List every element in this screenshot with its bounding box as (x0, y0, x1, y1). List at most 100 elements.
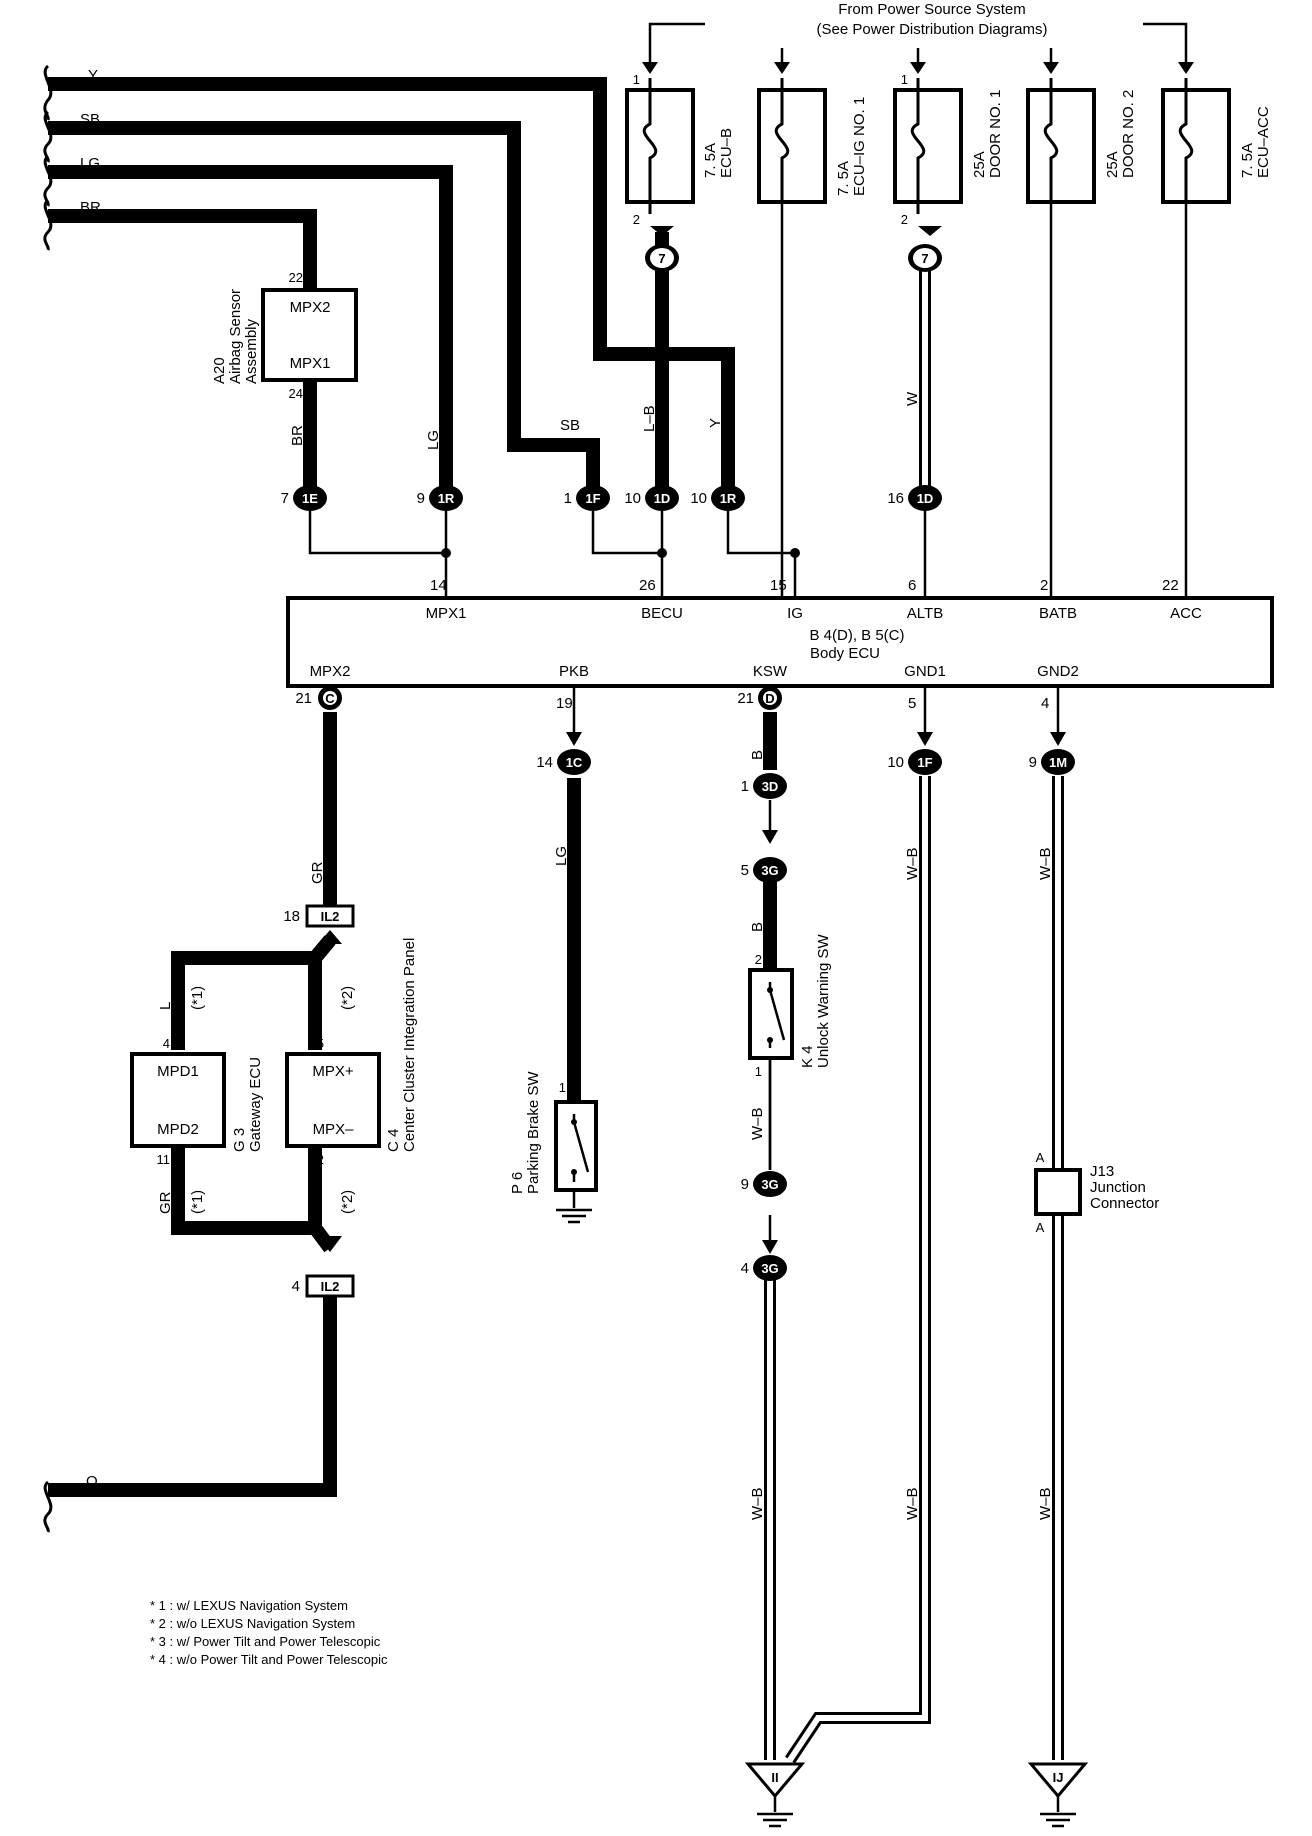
airbag-pin-mpx2: MPX2 (290, 299, 331, 316)
note-3: * 3 : w/ Power Tilt and Power Telescopic (150, 1634, 381, 1649)
fuse-rating: 7. 5A (702, 143, 719, 178)
svg-text:IL2: IL2 (321, 1279, 340, 1294)
svg-text:16: 16 (887, 490, 904, 507)
svg-text:Center Cluster Integration Pan: Center Cluster Integration Panel (401, 938, 418, 1152)
svg-text:10: 10 (624, 490, 641, 507)
wire-label-lg: LG (80, 155, 100, 172)
connector-1r-a: 1R 9 (417, 485, 463, 511)
svg-text:MPD1: MPD1 (157, 1063, 199, 1080)
svg-text:G 3: G 3 (231, 1128, 248, 1152)
svg-text:P 6: P 6 (509, 1172, 526, 1194)
airbag-name-2: Assembly (243, 318, 260, 384)
svg-text:10: 10 (887, 754, 904, 771)
ecu-term-name: IG (787, 605, 803, 622)
ecu-term-num: 26 (639, 577, 656, 594)
svg-text:1F: 1F (585, 491, 600, 506)
jb-number: 7 (921, 251, 928, 266)
svg-text:(*2): (*2) (339, 1190, 356, 1214)
svg-text:IL2: IL2 (321, 909, 340, 924)
jb-number: 7 (658, 251, 665, 266)
svg-text:3G: 3G (761, 1177, 778, 1192)
jb-connector-ecu-b: 7 (645, 226, 679, 272)
wire-label-b-2: B (749, 922, 766, 932)
connector-3g-a: 3G 5 (741, 857, 787, 883)
wire-label-wb-5: W–B (904, 1487, 921, 1520)
svg-text:MPD2: MPD2 (157, 1121, 199, 1138)
gateway-ecu: MPD1 MPD2 4 11 G 3 Gateway ECU L (*1) GR… (130, 986, 264, 1214)
fuse-name: DOOR NO. 2 (1120, 90, 1137, 178)
connector-1e: 1E 7 (281, 485, 327, 511)
il2-connector-bottom: IL2 4 (292, 1274, 355, 1298)
branch-arrows (318, 930, 342, 1252)
ecu-term-name: ACC (1170, 605, 1202, 622)
svg-text:Connector: Connector (1090, 1195, 1159, 1212)
svg-text:4: 4 (741, 1260, 749, 1277)
center-cluster-panel: MPX+ MPX– 5 12 C 4 Center Cluster Integr… (285, 938, 418, 1214)
power-source-subtitle: (See Power Distribution Diagrams) (817, 21, 1048, 38)
connector-1m: 1M 9 (1029, 749, 1075, 775)
connector-3g-b: 3G 9 (741, 1171, 787, 1197)
airbag-code: A20 (211, 357, 228, 384)
ecu-term-name: BECU (641, 605, 683, 622)
wire-label-b-1: B (749, 750, 766, 760)
svg-text:1: 1 (741, 778, 749, 795)
svg-text:1: 1 (559, 1080, 566, 1095)
airbag-pin-num-top: 22 (289, 270, 303, 285)
svg-text:4: 4 (163, 1036, 170, 1051)
svg-text:(*2): (*2) (339, 986, 356, 1010)
ecu-term-num: 15 (770, 577, 787, 594)
svg-text:II: II (771, 1770, 778, 1785)
fuse-name: DOOR NO. 1 (987, 90, 1004, 178)
svg-text:3G: 3G (761, 863, 778, 878)
jb-connector-door-1: 7 (908, 226, 942, 272)
branch-wires (48, 935, 337, 1497)
lower-thick-wires (323, 712, 777, 1100)
fuse-name: ECU–ACC (1255, 106, 1272, 178)
ecu-term-num: 22 (1162, 577, 1179, 594)
wire-label-lg-2: LG (425, 430, 442, 450)
airbag-pin-num-bottom: 24 (289, 386, 303, 401)
note-1: * 1 : w/ LEXUS Navigation System (150, 1598, 348, 1613)
fuse-ecu-acc: 7. 5A ECU–ACC (1161, 78, 1272, 204)
svg-text:Junction: Junction (1090, 1179, 1146, 1196)
wire-label-wb-4: W–B (749, 1487, 766, 1520)
wb-double-wires (764, 776, 1064, 1764)
ecu-term-num: 14 (430, 577, 447, 594)
svg-text:5: 5 (317, 1036, 324, 1051)
body-ecu-name: Body ECU (810, 645, 880, 662)
wire-break-marks (43, 64, 53, 1533)
ecu-term-name: BATB (1039, 605, 1077, 622)
body-ecu-code: B 4(D), B 5(C) (809, 627, 904, 644)
note-2: * 2 : w/o LEXUS Navigation System (150, 1616, 355, 1631)
fuse-rating: 7. 5A (835, 161, 852, 196)
svg-text:C 4: C 4 (385, 1129, 402, 1152)
ground-ii: II (744, 1762, 806, 1828)
wire-label-o: O (86, 1473, 98, 1490)
splice-dots (441, 548, 800, 558)
connector-1d-b: 1D 16 (887, 485, 942, 511)
airbag-sensor-assembly: MPX2 MPX1 22 24 A20 Airbag Sensor Assemb… (211, 270, 358, 401)
ecu-connector-c: C 21 (295, 686, 342, 710)
svg-text:MPX+: MPX+ (312, 1063, 354, 1080)
svg-text:1D: 1D (917, 491, 934, 506)
wire-label-wb-2: W–B (1037, 847, 1054, 880)
svg-text:9: 9 (741, 1176, 749, 1193)
wire-label-gr-1: GR (309, 861, 326, 884)
ecu-term-name: MPX2 (310, 663, 351, 680)
footnotes: * 1 : w/ LEXUS Navigation System * 2 : w… (150, 1598, 388, 1667)
svg-text:(*1): (*1) (189, 986, 206, 1010)
svg-text:J13: J13 (1090, 1163, 1114, 1180)
ecu-term-name: MPX1 (426, 605, 467, 622)
svg-text:A: A (1036, 1150, 1045, 1165)
note-4: * 4 : w/o Power Tilt and Power Telescopi… (150, 1652, 388, 1667)
airbag-name-1: Airbag Sensor (227, 289, 244, 384)
fuse-ecu-b: 1 2 7. 5A ECU–B (625, 72, 735, 227)
svg-text:Gateway ECU: Gateway ECU (247, 1057, 264, 1152)
parking-brake-switch: 1 P 6 Parking Brake SW (509, 1071, 598, 1224)
fuse-pin-top: 1 (901, 72, 908, 87)
wire-label-lb: L–B (641, 405, 658, 432)
fuse-rating: 25A (971, 151, 988, 178)
connector-1f-lower: 1F 10 (887, 749, 942, 775)
ecu-term-num-gnd2: 4 (1041, 695, 1049, 712)
svg-text:12: 12 (310, 1152, 324, 1167)
